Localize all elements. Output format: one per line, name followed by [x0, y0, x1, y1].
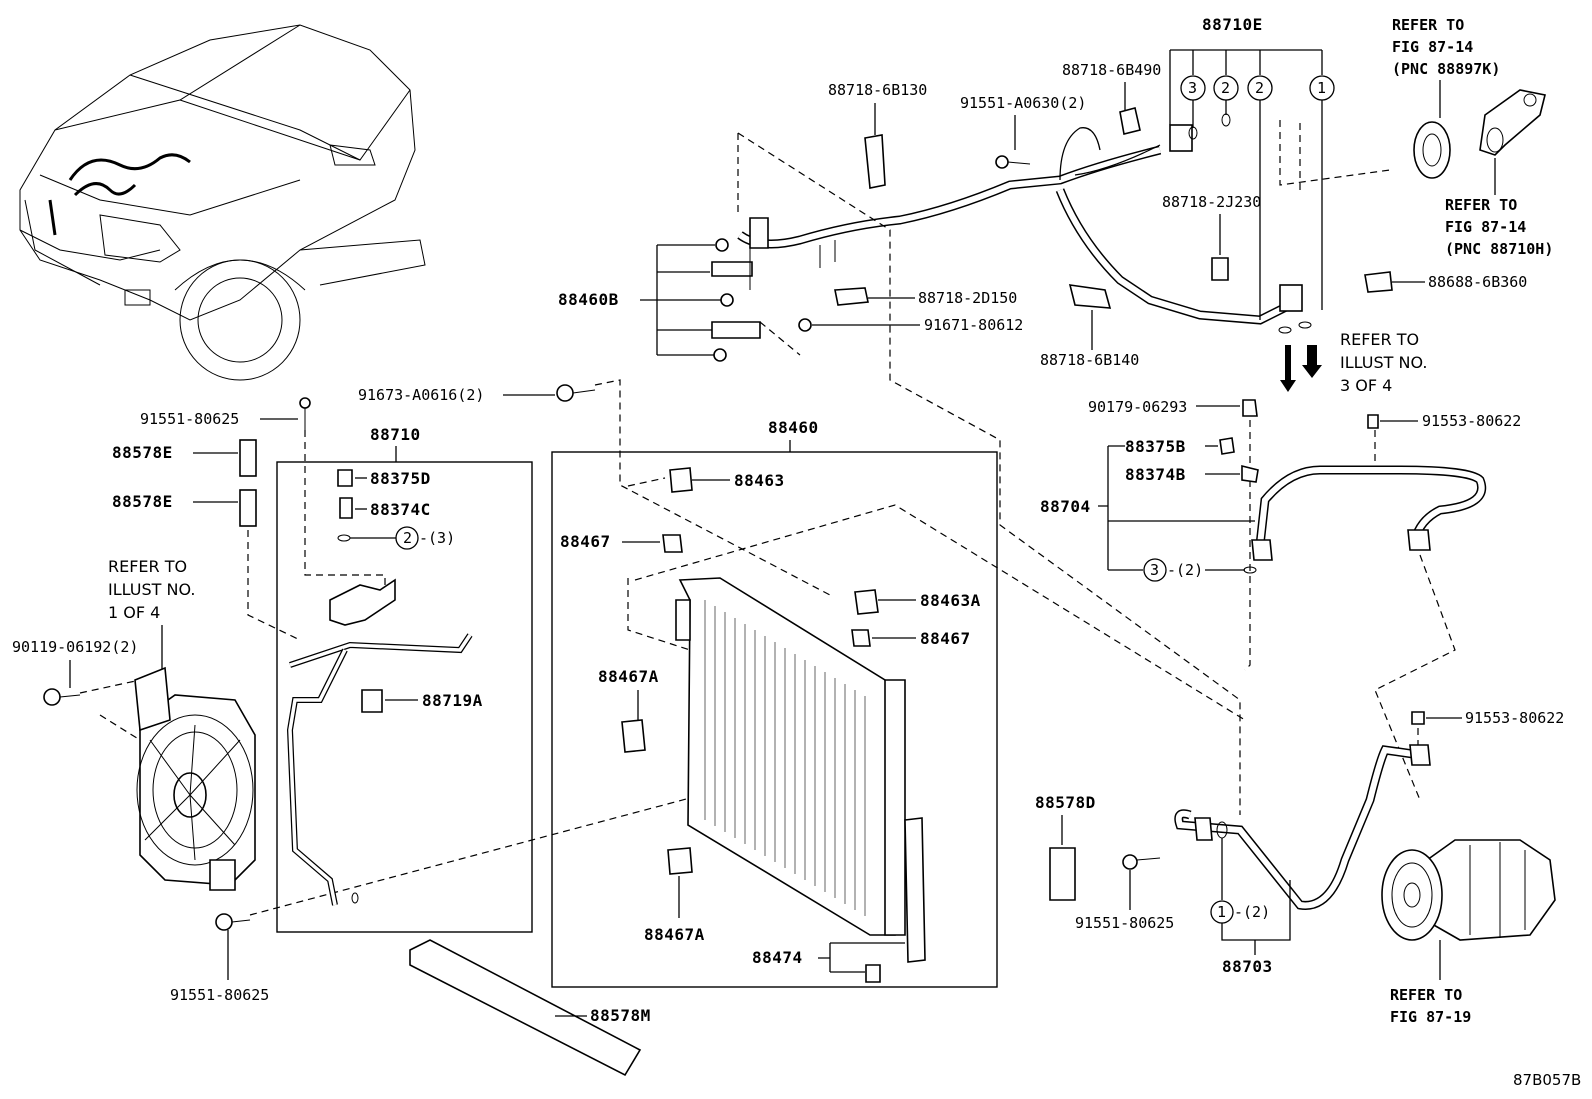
svg-text:ILLUST NO.: ILLUST NO.: [108, 580, 195, 599]
ref-fig-87-14-88710H: REFER TO FIG 87-14 (PNC 88710H): [1445, 89, 1553, 258]
part-90119-06192: 90119-06192(2): [12, 638, 138, 656]
part-group-88578M: 88578M: [409, 939, 651, 1077]
compressor: REFER TO FIG 87-19: [1381, 839, 1556, 1026]
part-88467-a: 88467: [560, 532, 611, 551]
part-88374C: 88374C: [370, 500, 431, 519]
ref-illust-1of4: REFER TO ILLUST NO. 1 OF 4: [108, 557, 195, 680]
svg-text:FIG 87-14: FIG 87-14: [1445, 218, 1526, 236]
svg-text:REFER TO: REFER TO: [1392, 16, 1464, 34]
part-88578D: 88578D: [1035, 793, 1096, 812]
part-88578M: 88578M: [590, 1006, 651, 1025]
svg-text:(PNC 88897K): (PNC 88897K): [1392, 60, 1500, 78]
part-91551-80625-b: 91551-80625: [1075, 914, 1174, 932]
part-91553-80622-a: 91553-80622: [1422, 412, 1521, 430]
svg-text:REFER TO: REFER TO: [1340, 330, 1419, 349]
svg-text:REFER TO: REFER TO: [1390, 986, 1462, 1004]
svg-text:1 OF 4: 1 OF 4: [108, 603, 160, 622]
fan-shroud: [134, 666, 256, 891]
callout-88703: 1 -(2) 88703: [1210, 838, 1291, 976]
part-90179-06293: 90179-06293: [1088, 398, 1187, 416]
callout-3: 3: [1188, 79, 1197, 97]
callout-88710E: 88710E 3 2 2 1: [1169, 15, 1335, 334]
callout-88460B: 88460B: [558, 238, 801, 362]
part-88718-6B140: 88718-6B140: [1040, 351, 1139, 369]
part-88718-2J230: 88718-2J230: [1162, 193, 1261, 211]
part-88460B: 88460B: [558, 290, 619, 309]
part-91551-80625-a: 91551-80625: [140, 410, 239, 428]
discharge-hose-88710E: [737, 124, 1303, 325]
part-91673-A0616: 91673-A0616(2): [358, 386, 484, 404]
svg-text:-(2): -(2): [1167, 561, 1203, 579]
callout-2: 2: [1221, 79, 1230, 97]
part-88460: 88460: [768, 418, 819, 437]
part-88578E-b: 88578E: [112, 492, 173, 511]
part-88718-6B130: 88718-6B130: [828, 81, 927, 99]
part-88704: 88704: [1040, 497, 1091, 516]
callout-1-qty2: 1: [1217, 903, 1226, 921]
part-88719A: 88719A: [422, 691, 483, 710]
part-91551-80625-c: 91551-80625: [170, 986, 269, 1004]
condenser-fins: [704, 600, 866, 916]
part-88463A: 88463A: [920, 591, 981, 610]
callout-2b: 2: [1255, 79, 1264, 97]
ref-fig-87-14-88897K: REFER TO FIG 87-14 (PNC 88897K): [1392, 16, 1500, 179]
part-91553-80622-b: 91553-80622: [1465, 709, 1564, 727]
callout-3-qty2: 3: [1150, 561, 1159, 579]
callout-88704: 88375B 88374B 88704 3 -(2): [1040, 437, 1259, 582]
vehicle-illustration: [19, 24, 426, 381]
part-91551-A0630: 91551-A0630(2): [960, 94, 1086, 112]
callout-2-qty3: 2: [403, 529, 412, 547]
svg-text:3 OF 4: 3 OF 4: [1340, 376, 1392, 395]
part-88467A-b: 88467A: [644, 925, 705, 944]
part-88375D: 88375D: [370, 469, 431, 488]
part-88375B: 88375B: [1125, 437, 1186, 456]
callout-1: 1: [1317, 79, 1326, 97]
part-88463: 88463: [734, 471, 785, 490]
box-88460: 88460 88463 88467 88463A 88467 88467A 88…: [551, 418, 998, 988]
part-88374B: 88374B: [1125, 465, 1186, 484]
svg-text:(PNC 88710H): (PNC 88710H): [1445, 240, 1553, 258]
svg-text:ILLUST NO.: ILLUST NO.: [1340, 353, 1427, 372]
part-88718-6B490: 88718-6B490: [1062, 61, 1161, 79]
part-88467A-a: 88467A: [598, 667, 659, 686]
part-88710: 88710: [370, 425, 421, 444]
svg-text:-(2): -(2): [1234, 903, 1270, 921]
svg-text:FIG 87-14: FIG 87-14: [1392, 38, 1473, 56]
part-88688-6B360: 88688-6B360: [1428, 273, 1527, 291]
part-88710E: 88710E: [1202, 15, 1263, 34]
part-88467-b: 88467: [920, 629, 971, 648]
svg-text:REFER TO: REFER TO: [108, 557, 187, 576]
part-88474: 88474: [752, 948, 803, 967]
ref-illust-3of4: REFER TO ILLUST NO. 3 OF 4: [1280, 330, 1427, 395]
box-88710: 88710 88375D 88374C 2 -(3) 88719A: [276, 425, 533, 933]
part-91671-80612: 91671-80612: [924, 316, 1023, 334]
svg-text:-(3): -(3): [419, 529, 455, 547]
diagram-code: 87B057B: [1513, 1071, 1581, 1089]
part-88703: 88703: [1222, 957, 1273, 976]
svg-text:FIG 87-19: FIG 87-19: [1390, 1008, 1471, 1026]
svg-text:REFER TO: REFER TO: [1445, 196, 1517, 214]
part-88578E-a: 88578E: [112, 443, 173, 462]
part-88718-2D150: 88718-2D150: [918, 289, 1017, 307]
